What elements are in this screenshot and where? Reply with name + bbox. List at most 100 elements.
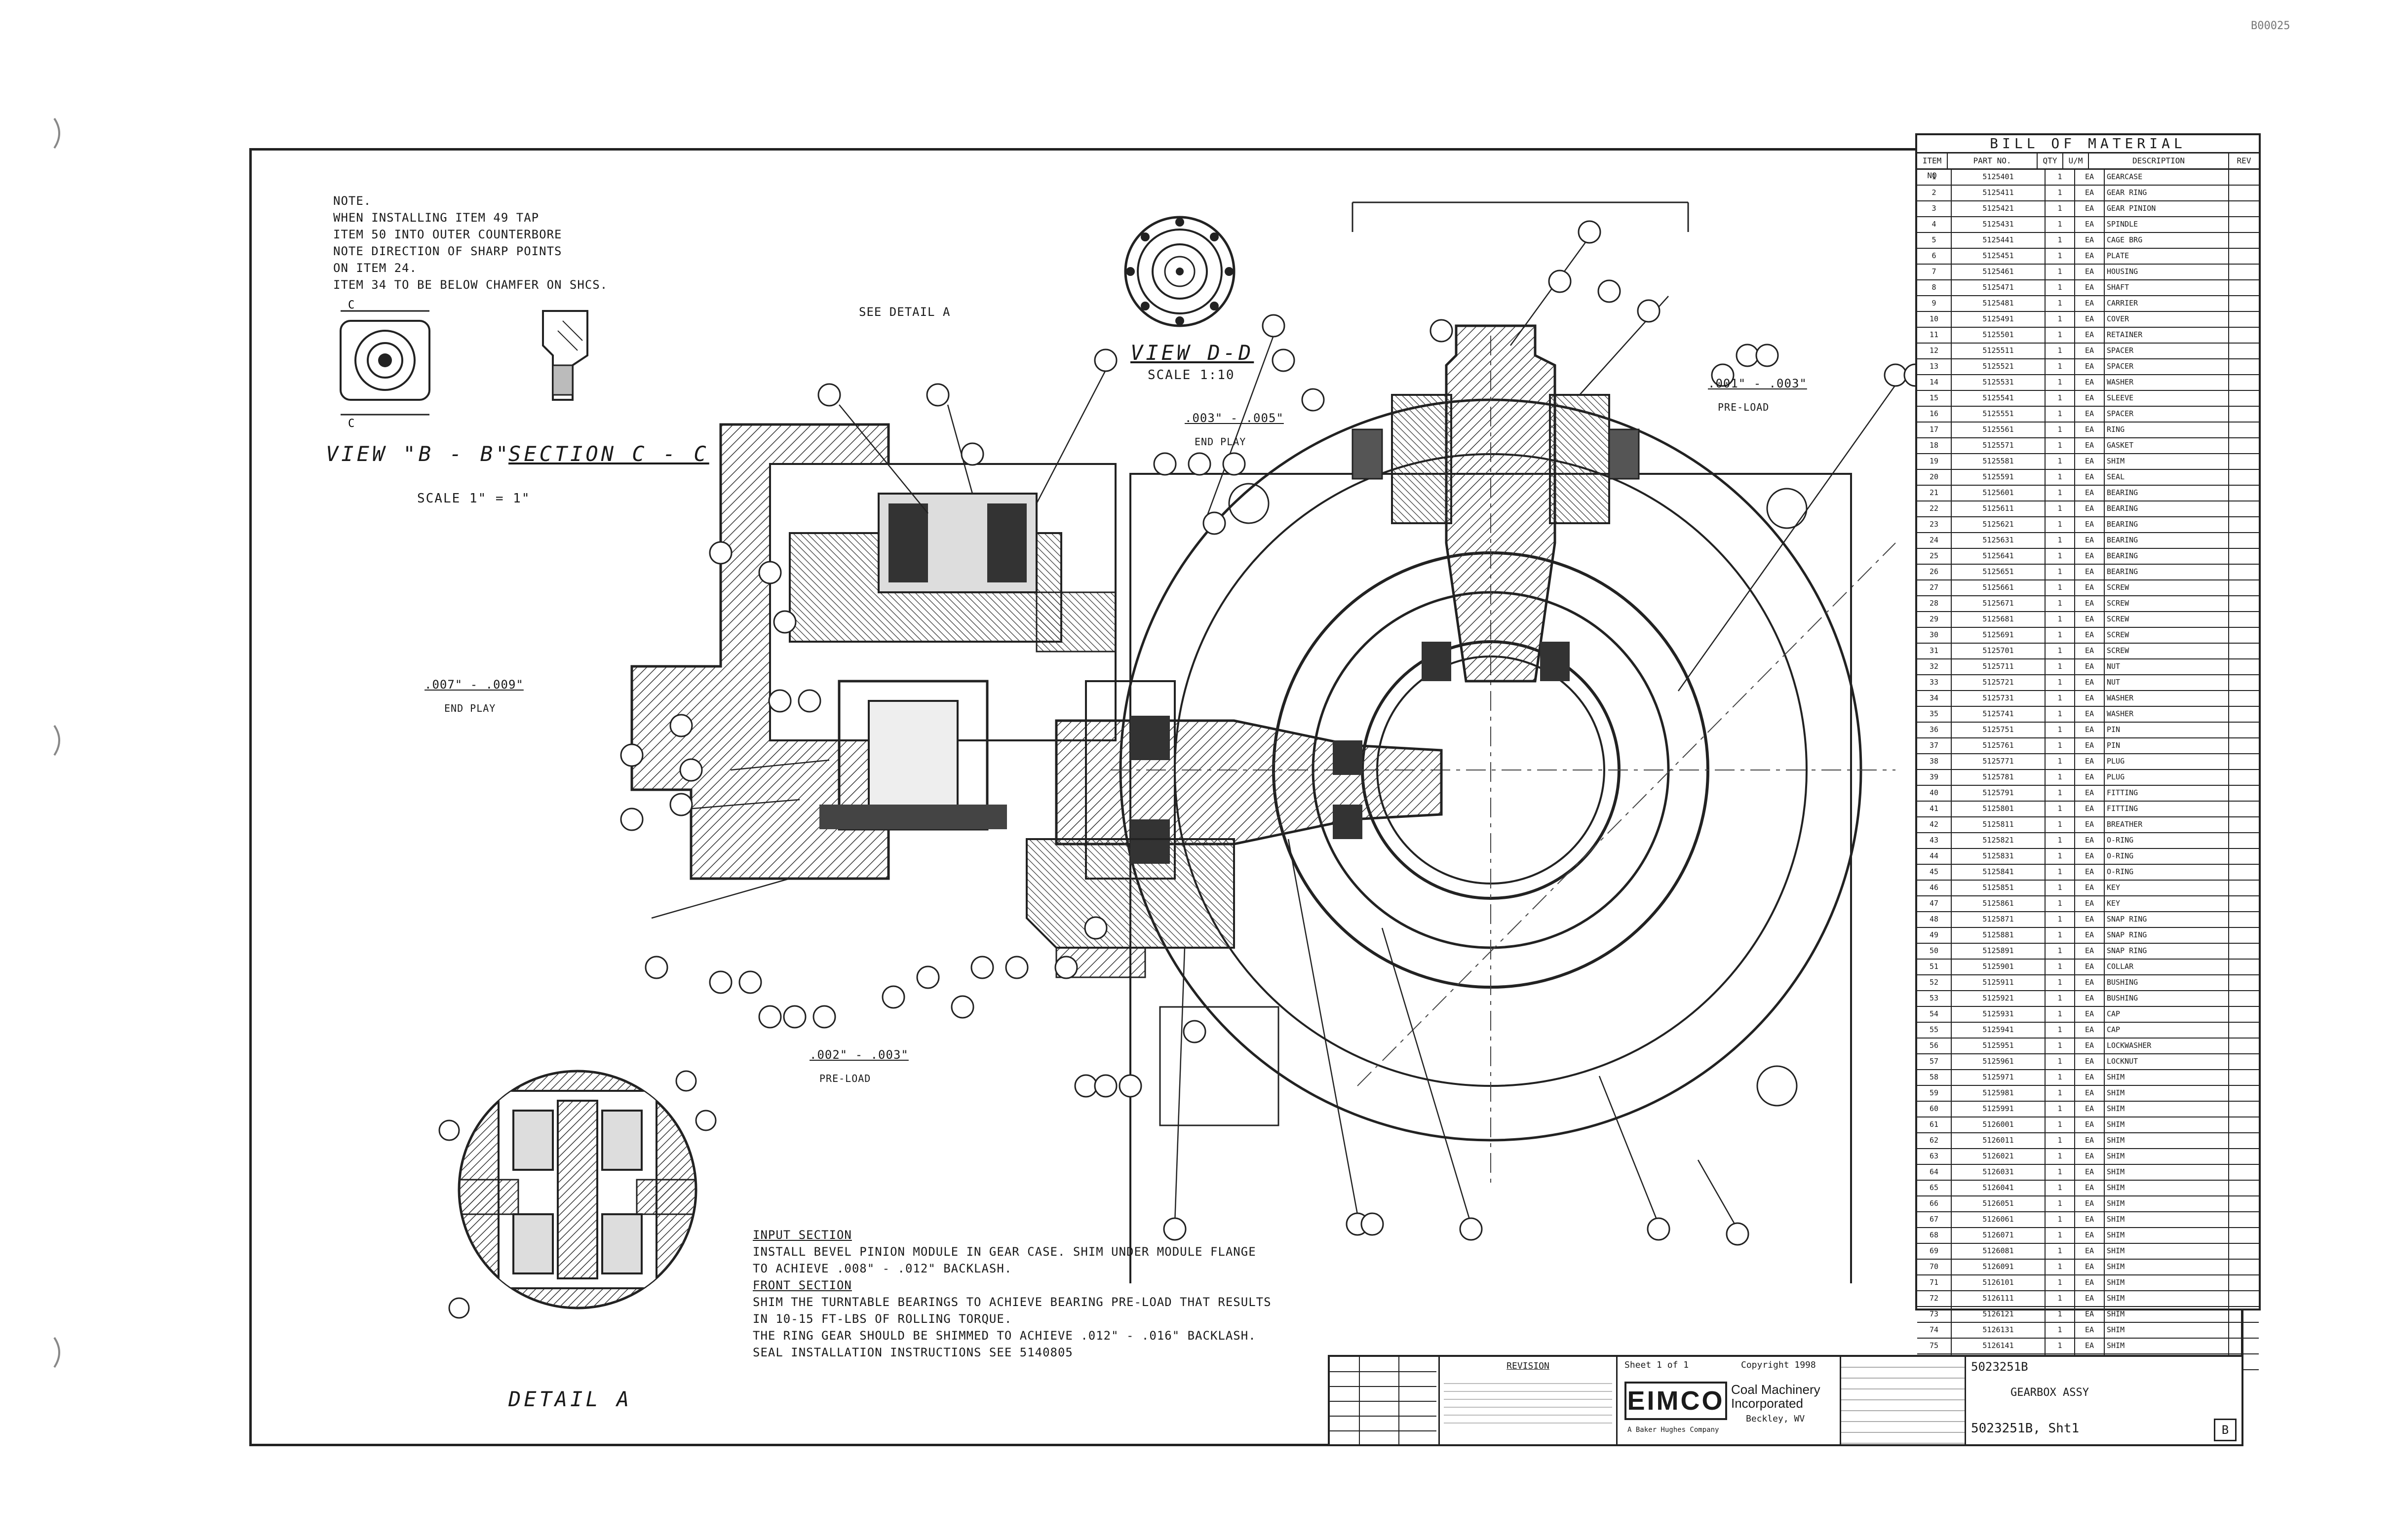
bom-um: EA: [2075, 454, 2105, 469]
bom-description: SCREW: [2105, 644, 2229, 658]
bom-rev-cell: [2229, 438, 2259, 453]
bom-um: EA: [2075, 580, 2105, 595]
bom-part-no: 5125501: [1952, 328, 2046, 343]
bom-part-no: 5125781: [1952, 770, 2046, 785]
svg-text:C: C: [348, 299, 354, 311]
bom-qty: 1: [2046, 1291, 2075, 1306]
bom-um: EA: [2075, 438, 2105, 453]
bom-description: SPACER: [2105, 344, 2229, 358]
bom-item-no: 40: [1917, 786, 1952, 801]
detail-a-drawing: [438, 1070, 717, 1319]
bom-um: EA: [2075, 312, 2105, 327]
bom-part-no: 5125881: [1952, 928, 2046, 943]
bom-item-no: 2: [1917, 186, 1952, 200]
instruction-line: INSTALL BEVEL PINION MODULE IN GEAR CASE…: [753, 1245, 1256, 1259]
bom-um: EA: [2075, 249, 2105, 264]
bom-item-no: 16: [1917, 407, 1952, 422]
bom-header-um: U/M: [2063, 154, 2089, 168]
bom-rev-cell: [2229, 849, 2259, 864]
bom-description: KEY: [2105, 896, 2229, 911]
bom-part-no: 5125971: [1952, 1070, 2046, 1085]
drawing-number: 5023251B: [1971, 1360, 2028, 1374]
bom-part-no: 5125921: [1952, 991, 2046, 1006]
bom-part-no: 5125631: [1952, 533, 2046, 548]
bom-um: EA: [2075, 217, 2105, 232]
bom-part-no: 5125611: [1952, 501, 2046, 516]
shim-dim-4-note: PRE-LOAD: [819, 1073, 871, 1084]
bom-um: EA: [2075, 170, 2105, 185]
bom-um: EA: [2075, 612, 2105, 627]
bom-qty: 1: [2046, 975, 2075, 990]
bom-item-no: 48: [1917, 912, 1952, 927]
bom-description: COLLAR: [2105, 960, 2229, 974]
bom-qty: 1: [2046, 391, 2075, 406]
instruction-line: SHIM THE TURNTABLE BEARINGS TO ACHIEVE B…: [753, 1295, 1272, 1309]
bom-item-no: 59: [1917, 1086, 1952, 1101]
bom-um: EA: [2075, 723, 2105, 737]
shim-dim-3-note: PRE-LOAD: [1718, 401, 1770, 413]
bom-item-no: 47: [1917, 896, 1952, 911]
bom-um: EA: [2075, 233, 2105, 248]
bom-rev-cell: [2229, 1323, 2259, 1338]
bom-um: EA: [2075, 1339, 2105, 1353]
bom-item-no: 22: [1917, 501, 1952, 516]
bom-part-no: 5125511: [1952, 344, 2046, 358]
bom-um: EA: [2075, 1212, 2105, 1227]
title-block: REVISION Sheet 1 of 1 Copyright 1998 EIM…: [1328, 1355, 2243, 1446]
bom-description: FITTING: [2105, 786, 2229, 801]
bom-qty: 1: [2046, 802, 2075, 816]
bom-description: BREATHER: [2105, 817, 2229, 832]
bom-part-no: 5125841: [1952, 865, 2046, 880]
bom-um: EA: [2075, 881, 2105, 895]
bom-qty: 1: [2046, 233, 2075, 248]
bom-description: SNAP RING: [2105, 912, 2229, 927]
bom-item-no: 65: [1917, 1181, 1952, 1195]
bom-um: EA: [2075, 707, 2105, 722]
bom-part-no: 5126121: [1952, 1307, 2046, 1322]
bom-item-no: 55: [1917, 1023, 1952, 1038]
bom-part-no: 5125901: [1952, 960, 2046, 974]
note-line: NOTE.: [333, 194, 372, 208]
bom-rev-cell: [2229, 486, 2259, 500]
bom-description: BEARING: [2105, 533, 2229, 548]
revision-label: REVISION: [1507, 1361, 1549, 1371]
bom-rev-cell: [2229, 186, 2259, 200]
bom-description: WASHER: [2105, 707, 2229, 722]
bom-um: EA: [2075, 1165, 2105, 1180]
bom-part-no: 5125591: [1952, 470, 2046, 485]
bom-qty: 1: [2046, 1181, 2075, 1195]
bom-description: BUSHING: [2105, 975, 2229, 990]
bom-description: KEY: [2105, 881, 2229, 895]
bom-description: SHIM: [2105, 1275, 2229, 1290]
bom-rev-cell: [2229, 533, 2259, 548]
bom-description: SHIM: [2105, 1133, 2229, 1148]
bom-um: EA: [2075, 517, 2105, 532]
bom-part-no: 5125731: [1952, 691, 2046, 706]
bom-part-no: 5125621: [1952, 517, 2046, 532]
bom-item-no: 39: [1917, 770, 1952, 785]
bom-qty: 1: [2046, 1070, 2075, 1085]
bom-qty: 1: [2046, 691, 2075, 706]
bom-qty: 1: [2046, 328, 2075, 343]
vertical-pinion-module: [1352, 201, 1689, 683]
bom-part-no: 5125831: [1952, 849, 2046, 864]
bom-part-no: 5125561: [1952, 423, 2046, 437]
bom-um: EA: [2075, 1291, 2105, 1306]
instruction-line: IN 10-15 FT-LBS OF ROLLING TORQUE.: [753, 1312, 1012, 1326]
bom-item-no: 15: [1917, 391, 1952, 406]
bom-rev-cell: [2229, 1339, 2259, 1353]
bom-part-no: 5126111: [1952, 1291, 2046, 1306]
